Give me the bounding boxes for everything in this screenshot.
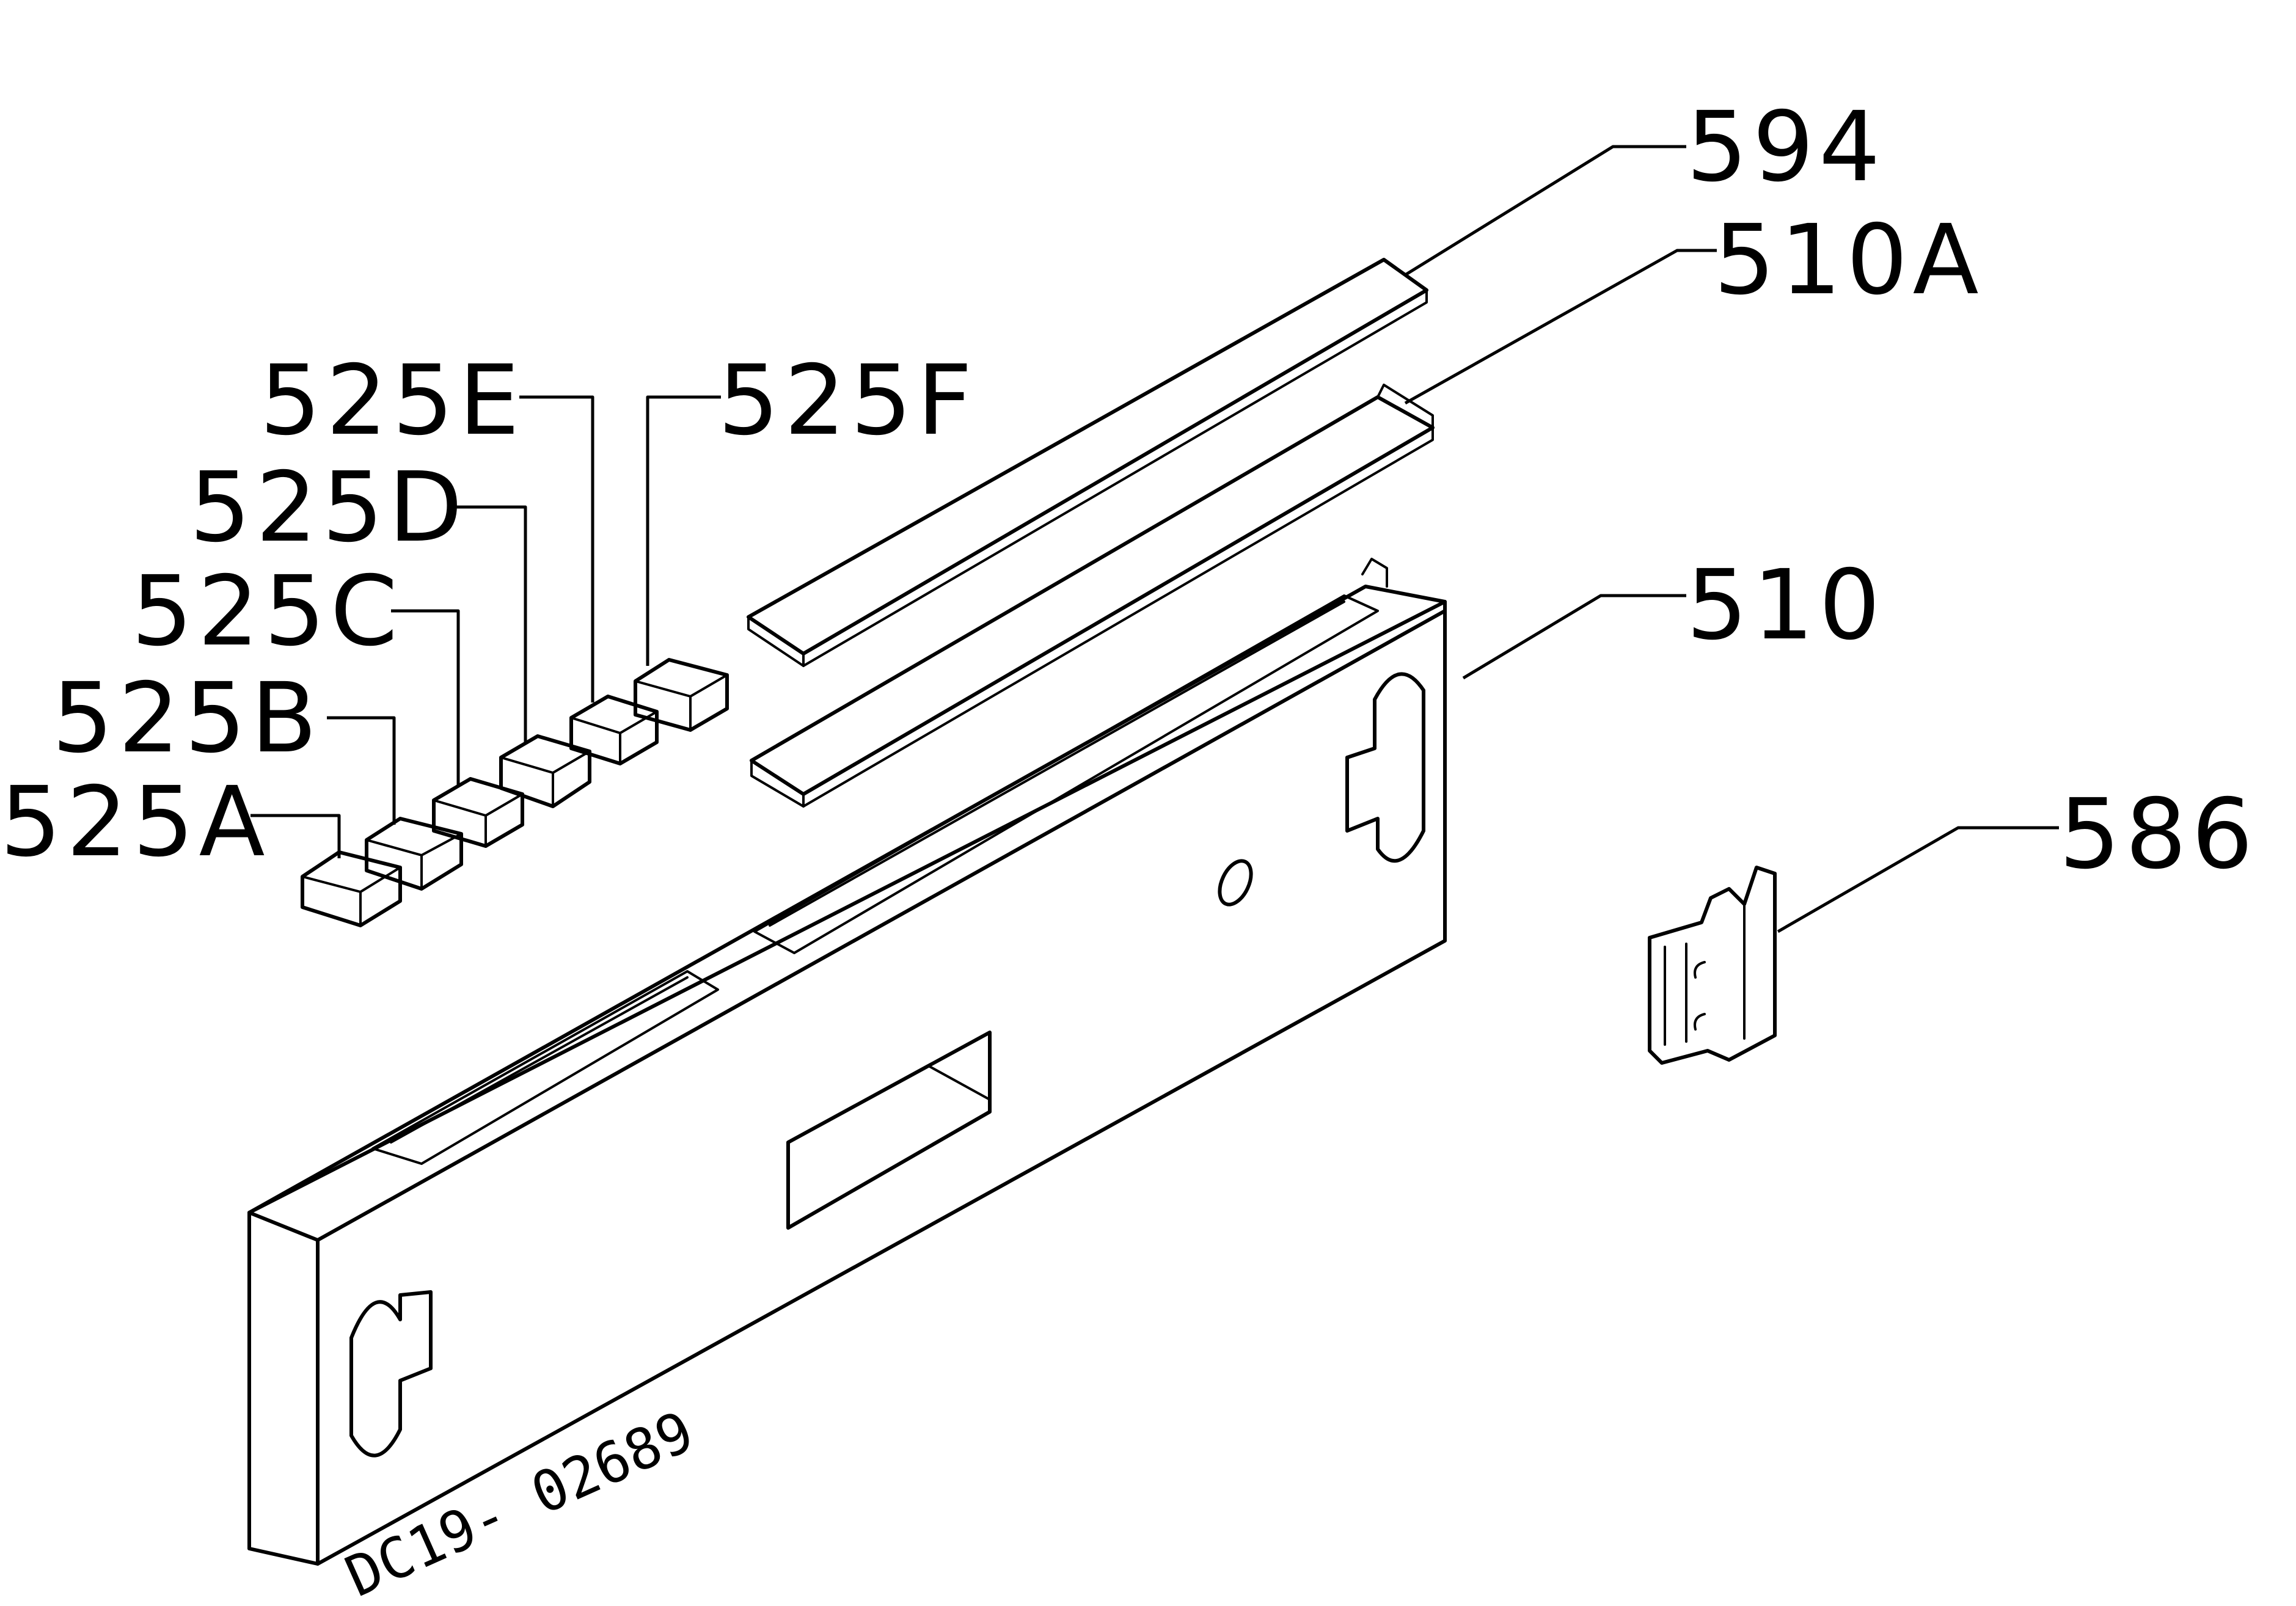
callout-525e: 525E	[260, 345, 524, 457]
bracket-586	[1648, 866, 1777, 1065]
leader-594	[1404, 145, 1686, 277]
leader-525d	[449, 505, 527, 742]
leader-586	[1777, 826, 2059, 933]
button-525d	[499, 734, 591, 808]
callout-594: 594	[1686, 91, 1885, 203]
button-525b	[365, 817, 463, 891]
strip-594	[747, 258, 1428, 667]
callout-525b: 525B	[52, 662, 322, 775]
strip-510a	[750, 384, 1435, 808]
callout-525d: 525D	[189, 451, 467, 564]
callout-525c: 525C	[131, 555, 403, 668]
drawing-code: DC19- 02689	[336, 1399, 703, 1606]
leader-lines	[250, 145, 2059, 933]
leader-510a	[1404, 249, 1717, 405]
button-525e	[569, 695, 659, 765]
leader-525c	[391, 609, 460, 785]
callout-510a: 510A	[1714, 204, 1984, 316]
callout-510: 510	[1686, 549, 1885, 662]
callout-586: 586	[2059, 778, 2258, 891]
leader-525f	[646, 395, 721, 666]
button-525a	[301, 850, 402, 927]
leader-525e	[519, 395, 594, 703]
control-panel-510	[247, 558, 1447, 1566]
leader-510	[1462, 594, 1686, 680]
button-525f	[634, 658, 729, 732]
leader-525a	[250, 814, 341, 858]
leader-525b	[327, 716, 396, 825]
callout-525f: 525F	[718, 345, 977, 457]
buttons-525	[301, 658, 729, 927]
callout-525a: 525A	[0, 766, 270, 878]
button-525c	[432, 777, 524, 848]
